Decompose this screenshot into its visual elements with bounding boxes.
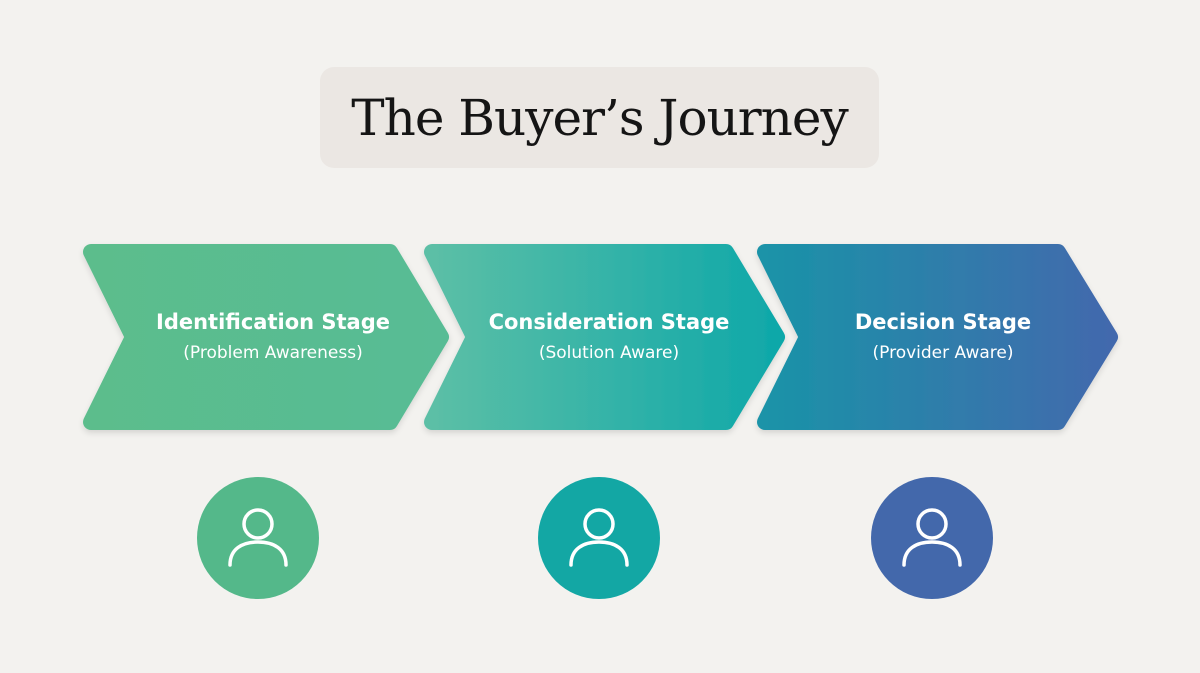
stage-title: Identification Stage (156, 310, 390, 334)
stage-title: Consideration Stage (488, 310, 730, 334)
stage-arrow-consideration (424, 244, 785, 430)
stage-arrow-decision (757, 244, 1118, 430)
diagram-title: The Buyer’s Journey (351, 88, 848, 147)
person-icon (567, 505, 631, 571)
stage-label-consideration: Consideration Stage (Solution Aware) (449, 306, 769, 368)
person-icon (900, 505, 964, 571)
stage-subtitle: (Provider Aware) (872, 343, 1014, 363)
stage-subtitle: (Problem Awareness) (183, 343, 363, 363)
stage-label-decision: Decision Stage (Provider Aware) (783, 306, 1103, 368)
stage-title: Decision Stage (854, 310, 1032, 334)
stage-arrow-identification (83, 244, 449, 430)
avatar-consideration (538, 477, 660, 599)
person-icon (226, 505, 290, 571)
stage-subtitle: (Solution Aware) (538, 343, 680, 363)
title-box: The Buyer’s Journey (320, 67, 879, 168)
avatar-decision (871, 477, 993, 599)
stage-label-identification: Identification Stage (Problem Awareness) (113, 306, 433, 368)
avatar-identification (197, 477, 319, 599)
